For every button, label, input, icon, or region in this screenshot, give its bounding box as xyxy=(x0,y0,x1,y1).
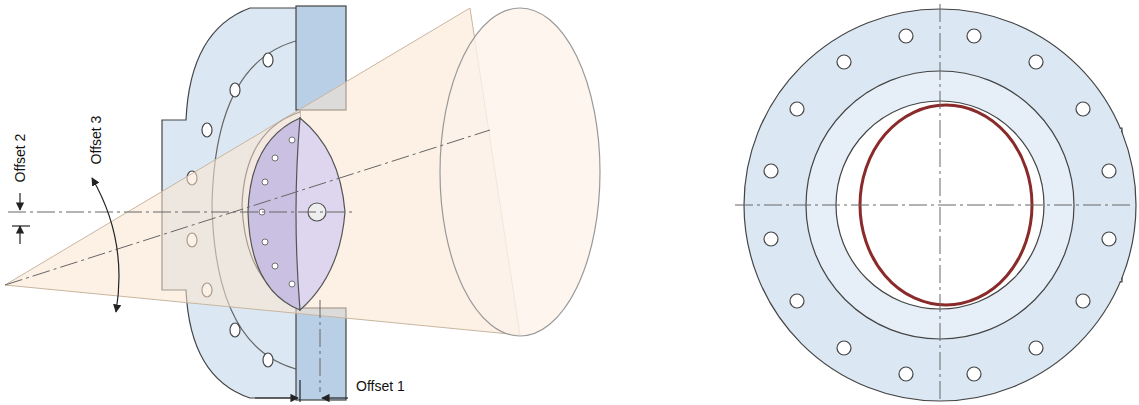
dimension-arrow xyxy=(12,193,30,244)
centerline xyxy=(735,4,1134,402)
dimension-label: Offset 1 xyxy=(356,378,405,394)
dimension-label: Offset 2 xyxy=(12,134,28,183)
centerline xyxy=(5,130,490,392)
valve-disc xyxy=(248,118,345,310)
offset-cone xyxy=(5,8,600,336)
angle-arrow xyxy=(92,178,119,312)
dimension-label: Offset 3 xyxy=(88,116,104,165)
dimension-arrow xyxy=(255,380,348,402)
